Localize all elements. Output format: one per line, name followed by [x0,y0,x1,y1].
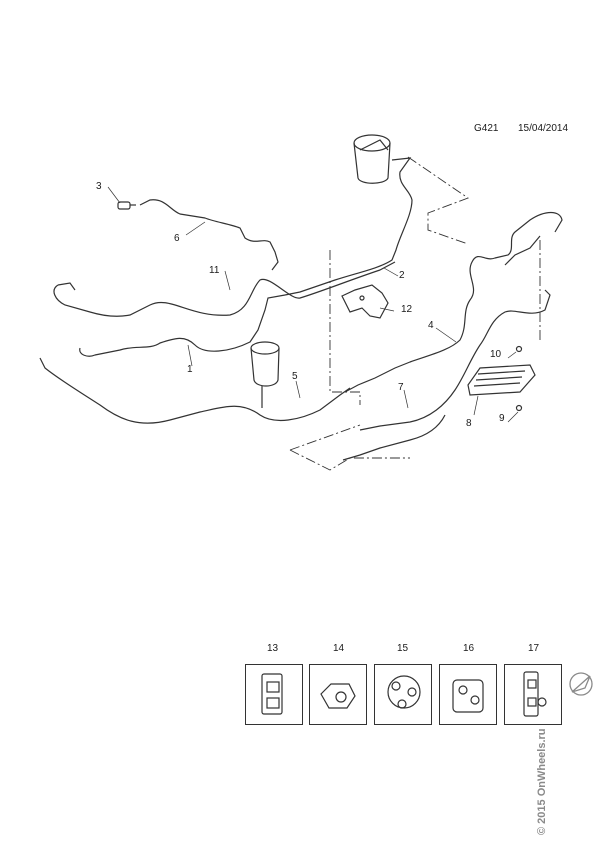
pipe-4 [344,211,563,393]
callout-1: 1 [187,364,193,375]
inset-box-14 [309,664,367,725]
callout-9: 9 [499,413,505,424]
part-8-heater [467,345,536,412]
leader-lines [107,186,519,423]
inset-label-17: 17 [528,643,540,654]
callout-4: 4 [428,320,434,331]
drawing-date: 15/04/2014 [518,123,569,134]
callout-7: 7 [398,382,404,393]
drawing-code: G421 [474,123,499,134]
brand-logo [569,672,593,696]
pipe-6 [139,199,279,271]
inset-17-part [523,671,547,717]
inset-14-part [320,683,356,709]
inset-label-16: 16 [463,643,475,654]
inset-16-part [452,679,484,713]
callout-2: 2 [399,270,405,281]
inset-box-16 [439,664,497,725]
fuel-filter-lower [250,341,280,408]
callout-3: 3 [96,181,102,192]
callout-10: 10 [490,349,502,360]
part-12-bracket [341,284,389,319]
pipe-7 [359,289,551,431]
part-3 [117,201,136,210]
inset-15-part [387,675,421,709]
inset-box-17 [504,664,562,725]
callout-12: 12 [401,304,413,315]
callout-5: 5 [292,371,298,382]
pipe-2 [284,157,413,296]
inset-label-14: 14 [333,643,345,654]
pipe-5 [39,357,351,424]
inset-label-15: 15 [397,643,409,654]
pipe-11 [53,261,396,317]
inset-box-13 [245,664,303,725]
callout-6: 6 [174,233,180,244]
inset-label-13: 13 [267,643,279,654]
callout-8: 8 [466,418,472,429]
fuel-filter-top [353,134,391,184]
pipe-1 [79,294,286,357]
inset-13-part [261,673,283,715]
callout-11: 11 [209,265,220,276]
inset-box-15 [374,664,432,725]
